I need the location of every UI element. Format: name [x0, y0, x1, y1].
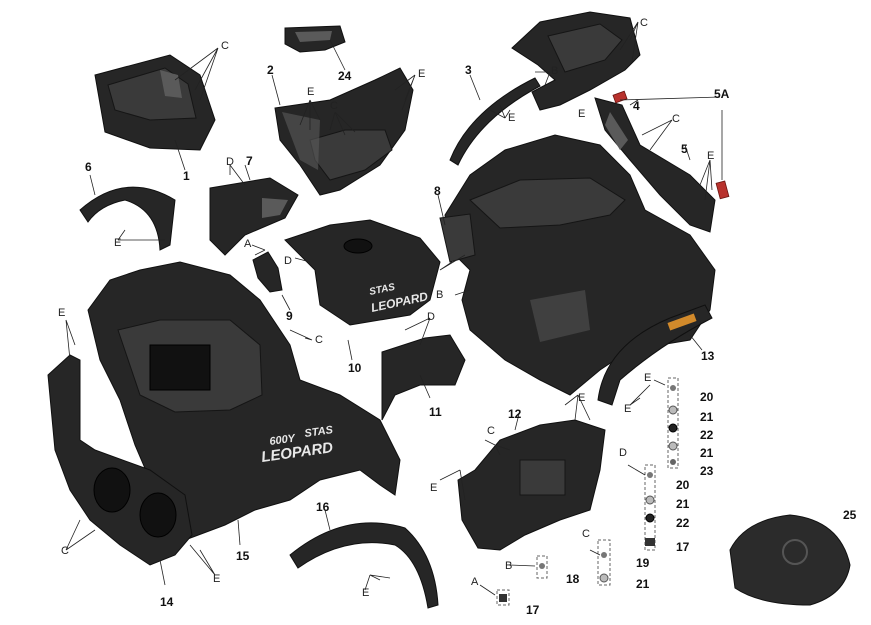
part-3-trim-strip	[449, 77, 541, 166]
part-15-front-fender-body: 600Y STAS LEOPARD	[87, 261, 401, 541]
label-part-22-a: 22	[700, 428, 714, 442]
letter-e-13: E	[362, 587, 370, 599]
part-16-fender-flare	[289, 522, 439, 609]
label-part-8: 8	[434, 184, 441, 198]
label-part-16: 16	[316, 500, 330, 514]
label-part-9: 9	[286, 309, 293, 323]
letter-c-7: C	[61, 545, 69, 557]
letter-e-12: E	[213, 573, 221, 585]
label-part-20-a: 20	[700, 390, 714, 404]
tank-model-decal: STAS	[368, 282, 396, 298]
letter-c-6: C	[487, 425, 495, 437]
letter-c-4: C	[672, 113, 680, 125]
part-10-tank-cover: STAS LEOPARD	[284, 219, 441, 326]
label-part-22-b: 22	[676, 516, 690, 530]
part-2-center-floor	[274, 67, 414, 196]
label-part-7: 7	[246, 154, 253, 168]
part-11-side-panel	[381, 334, 466, 421]
letter-e-7: E	[58, 307, 66, 319]
fastener-group	[496, 377, 679, 606]
part-14-front-bumper	[47, 354, 193, 566]
letter-d-4: D	[619, 447, 627, 459]
label-part-21-a: 21	[700, 410, 714, 424]
letter-e-10: E	[624, 403, 632, 415]
letter-a-2: A	[471, 576, 479, 588]
label-part-21-c: 21	[676, 497, 690, 511]
label-part-25: 25	[843, 508, 857, 522]
label-part-2: 2	[267, 63, 274, 77]
letter-e-2: E	[418, 68, 426, 80]
letter-d-1: D	[226, 156, 234, 168]
letter-c-8: C	[582, 528, 590, 540]
letter-c-5: C	[315, 334, 323, 346]
letter-c-2: C	[330, 100, 338, 112]
label-part-21-b: 21	[700, 446, 714, 460]
part-4-rear-upper-cover	[511, 11, 641, 111]
letter-e-1: E	[307, 86, 315, 98]
letter-e-8: E	[578, 392, 586, 404]
label-part-1: 1	[183, 169, 190, 183]
letter-b-2: B	[436, 289, 444, 301]
label-part-13: 13	[701, 349, 715, 363]
label-part-24: 24	[338, 69, 352, 83]
label-part-10: 10	[348, 361, 362, 375]
part-6-front-fender-flare	[79, 186, 176, 251]
part-5-side-panel	[594, 97, 716, 233]
letter-c-3: C	[640, 17, 648, 29]
letter-e-6: E	[114, 237, 122, 249]
fender-model-decal: 600Y	[269, 432, 298, 448]
label-part-15: 15	[236, 549, 250, 563]
letter-b-1: B	[551, 65, 559, 77]
letter-e-11: E	[430, 482, 438, 494]
letter-e-5: E	[707, 150, 715, 162]
letter-e-3: E	[508, 112, 516, 124]
label-part-4: 4	[633, 99, 640, 113]
part-9-bracket	[252, 251, 283, 293]
part-13-rear-fender-flare	[597, 304, 713, 406]
label-part-17-a: 17	[526, 603, 540, 617]
label-part-23: 23	[700, 464, 714, 478]
letter-d-3: D	[427, 311, 435, 323]
label-part-5a: 5A	[714, 87, 730, 101]
label-part-14: 14	[160, 595, 174, 609]
label-part-6: 6	[85, 160, 92, 174]
part-7-inner-panel	[209, 177, 299, 256]
label-part-20-b: 20	[676, 478, 690, 492]
letter-a-1: A	[244, 238, 252, 250]
part-25-round-cover	[729, 514, 851, 606]
leader-lines	[65, 21, 723, 596]
letter-b-3: B	[505, 560, 513, 572]
label-part-3: 3	[465, 63, 472, 77]
label-part-12: 12	[508, 407, 522, 421]
label-part-11: 11	[429, 405, 442, 419]
letter-c-1: C	[221, 40, 229, 52]
part-24-top-cover	[284, 25, 346, 53]
label-part-21-d: 21	[636, 577, 650, 591]
letter-d-2: D	[284, 255, 292, 267]
label-part-19: 19	[636, 556, 650, 570]
part-1-front-storage-box	[94, 54, 216, 151]
label-part-5: 5	[681, 142, 688, 156]
label-part-17-b: 17	[676, 540, 690, 554]
letter-e-4: E	[578, 108, 586, 120]
label-part-18: 18	[566, 572, 580, 586]
fender-model-decal-2: STAS	[304, 424, 335, 440]
part-12-footwell	[457, 419, 606, 551]
letter-e-9: E	[644, 372, 652, 384]
